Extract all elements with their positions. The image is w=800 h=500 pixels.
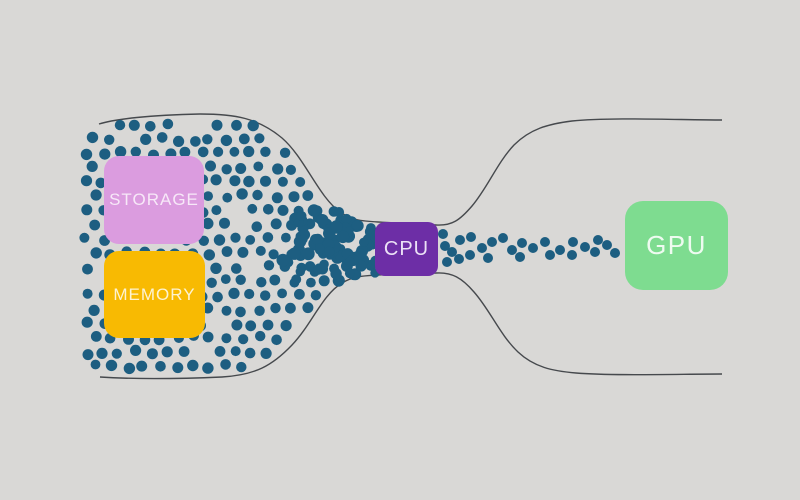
gpu-box: GPU (625, 201, 728, 290)
output-stream-dots (438, 229, 620, 267)
storage-box: STORAGE (104, 156, 204, 244)
congestion-dots (276, 204, 381, 287)
memory-box: MEMORY (104, 251, 205, 338)
storage-label: STORAGE (109, 190, 199, 209)
cpu-label: CPU (383, 237, 430, 260)
cpu-box: CPU (375, 222, 438, 276)
memory-label: MEMORY (113, 284, 196, 304)
gpu-label: GPU (646, 230, 707, 260)
